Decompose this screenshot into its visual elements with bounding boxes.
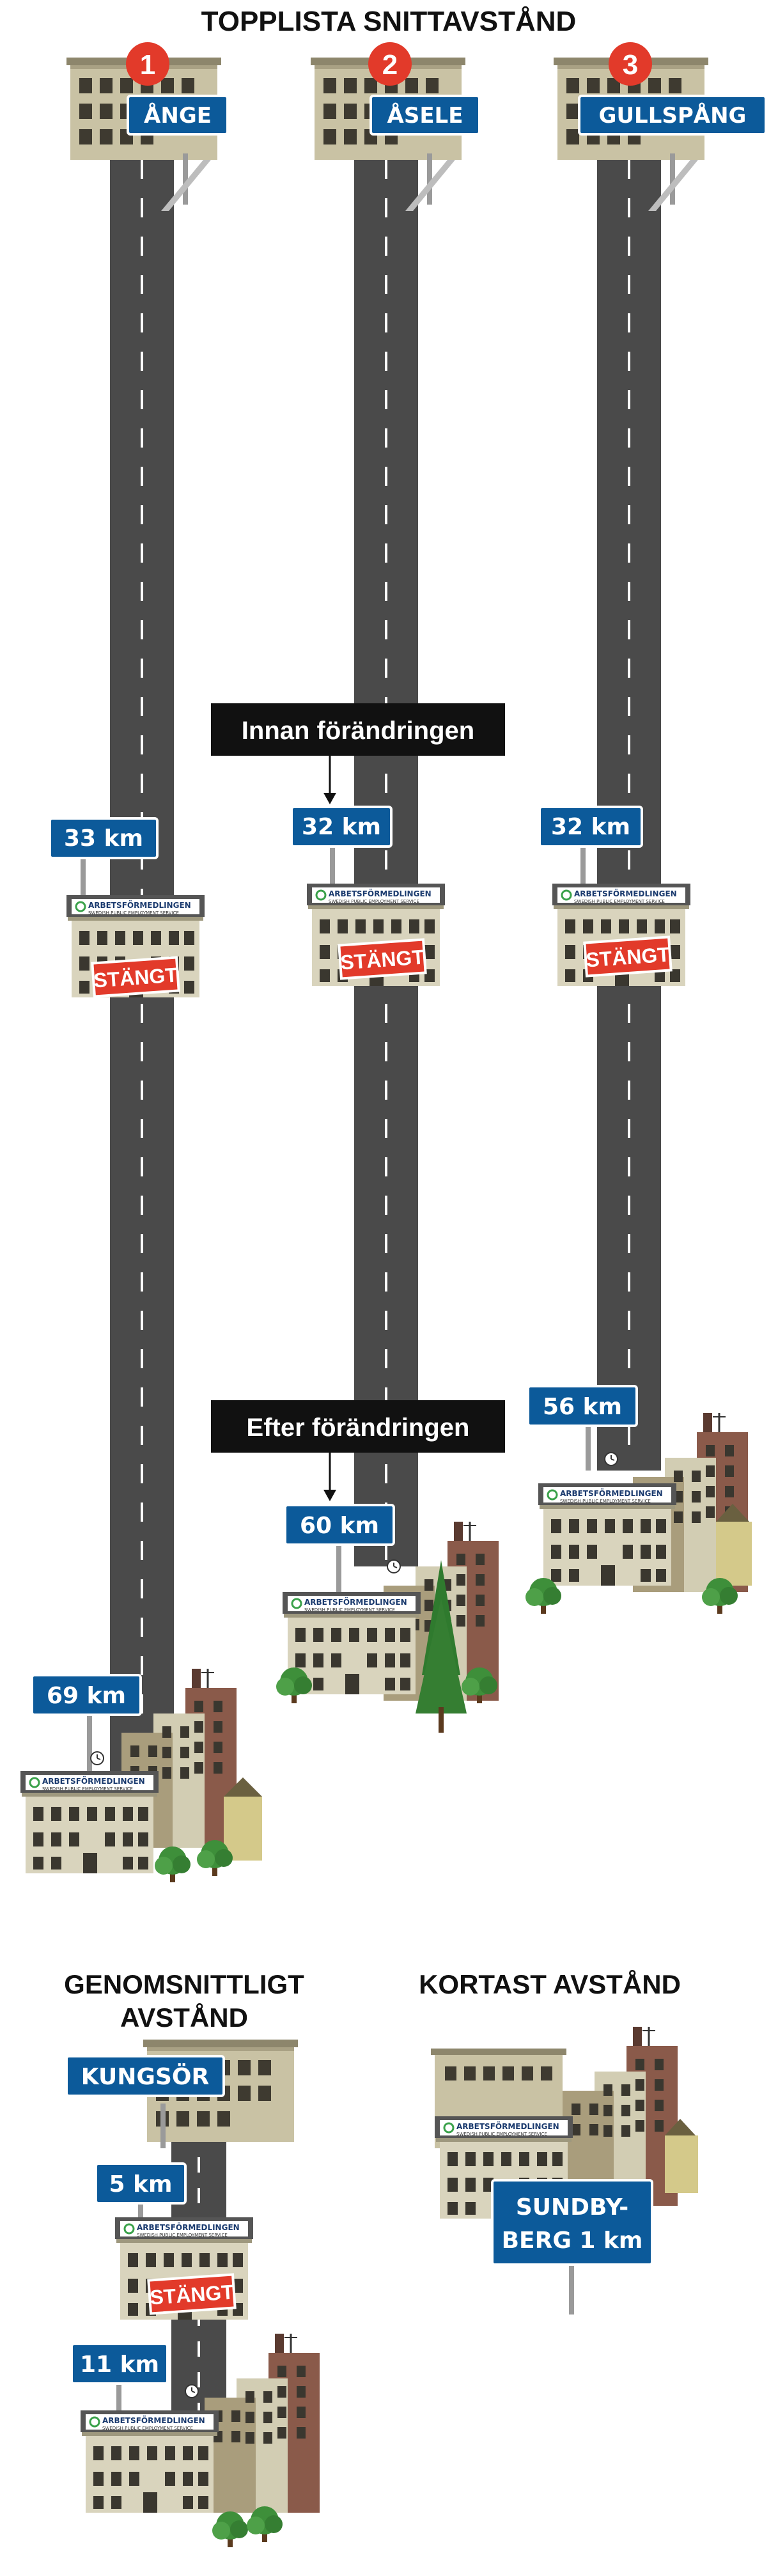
town-name: ÅSELE [387,102,463,129]
column-1: 1 ÅNGE 33 km ARBETSFÖRMEDLINGEN SWEDISH … [19,42,262,1882]
office-building-icon: ARBETSFÖRMEDLINGEN SWEDISH PUBLIC EMPLOY… [65,894,206,999]
rank-number: 3 [623,49,638,81]
svg-text:SWEDISH PUBLIC EMPLOYMENT SERV: SWEDISH PUBLIC EMPLOYMENT SERVICE [304,1607,395,1612]
shortest-section: KORTAST AVSTÅND ARBETSFÖRMEDLINGEN SWEDI… [419,1969,698,2314]
svg-text:SWEDISH PUBLIC EMPLOYMENT SERV: SWEDISH PUBLIC EMPLOYMENT SERVICE [574,899,665,904]
column-2: 2 ÅSELE Innan förändringen 32 km ARBETSF… [211,42,505,1733]
svg-text:ARBETSFÖRMEDLINGEN: ARBETSFÖRMEDLINGEN [88,900,191,910]
shortest-sign-line2: BERG 1 km [502,2228,643,2254]
average-title-line2: AVSTÅND [120,2002,248,2033]
column-3: 3 GULLSPÅNG 32 km ARBETSFÖRMEDLINGEN SWE… [525,42,767,1614]
annotation-after-box [211,1400,505,1453]
office-building-icon: ARBETSFÖRMEDLINGEN SWEDISH PUBLIC EMPLOY… [306,882,446,987]
svg-text:SWEDISH PUBLIC EMPLOYMENT SERV: SWEDISH PUBLIC EMPLOYMENT SERVICE [137,2233,228,2238]
svg-text:SWEDISH PUBLIC EMPLOYMENT SERV: SWEDISH PUBLIC EMPLOYMENT SERVICE [456,2132,547,2137]
shortest-sign-line1: SUNDBY- [516,2194,628,2221]
distance-after: 69 km [47,1683,126,1709]
distance-sign-before [49,817,159,859]
annotation-after: Efter förändringen [247,1414,470,1442]
office-building-icon: ARBETSFÖRMEDLINGEN SWEDISH PUBLIC EMPLOY… [114,2216,254,2321]
office-building-icon: ARBETSFÖRMEDLINGEN SWEDISH PUBLIC EMPLOY… [551,882,692,987]
distance-sign-before [538,806,643,848]
svg-text:SWEDISH PUBLIC EMPLOYMENT SERV: SWEDISH PUBLIC EMPLOYMENT SERVICE [88,910,179,916]
stangt-stamp: STÄNGT [91,956,180,998]
rank-badge-icon [609,42,652,86]
town-sign [127,95,229,136]
svg-text:ARBETSFÖRMEDLINGEN: ARBETSFÖRMEDLINGEN [304,1597,407,1607]
distance-sign-after [31,1674,142,1716]
distance-before: 32 km [302,814,381,840]
shortest-title: KORTAST AVSTÅND [419,1969,681,1999]
svg-text:ARBETSFÖRMEDLINGEN: ARBETSFÖRMEDLINGEN [42,1776,145,1786]
town-name: ÅNGE [144,102,212,129]
town-sign [578,95,767,136]
distance-before: 32 km [551,814,630,840]
town-sign [65,2055,225,2097]
distance-after: 56 km [543,1394,622,1420]
office-building-icon: ARBETSFÖRMEDLINGEN SWEDISH PUBLIC EMPLOY… [19,1770,160,1875]
distance-sign-after [284,1504,395,1546]
svg-text:ARBETSFÖRMEDLINGEN: ARBETSFÖRMEDLINGEN [574,889,677,898]
stangt-stamp: STÄNGT [147,2273,237,2315]
distance-sign-before [290,806,393,848]
average-town: KUNGSÖR [81,2063,209,2090]
annotation-before-box [211,703,505,756]
distance-after: 60 km [300,1513,379,1539]
svg-text:SWEDISH PUBLIC EMPLOYMENT SERV: SWEDISH PUBLIC EMPLOYMENT SERVICE [560,1499,651,1504]
office-building-icon: ARBETSFÖRMEDLINGEN SWEDISH PUBLIC EMPLOY… [281,1591,422,1696]
svg-text:SWEDISH PUBLIC EMPLOYMENT SERV: SWEDISH PUBLIC EMPLOYMENT SERVICE [42,1786,133,1791]
stangt-stamp: STÄNGT [338,938,427,980]
stangt-stamp: STÄNGT [583,935,673,978]
rank-badge-icon [126,42,169,86]
average-section: GENOMSNITTLIGT AVSTÅND KUNGSÖR 5 km ARBE… [64,1969,321,2547]
svg-text:ARBETSFÖRMEDLINGEN: ARBETSFÖRMEDLINGEN [102,2416,205,2425]
average-title-line1: GENOMSNITTLIGT [64,1969,304,1999]
rank-number: 2 [382,49,398,81]
office-building-icon: ARBETSFÖRMEDLINGEN SWEDISH PUBLIC EMPLOY… [433,2115,574,2220]
office-building-icon: ARBETSFÖRMEDLINGEN SWEDISH PUBLIC EMPLOY… [537,1482,678,1587]
distance-sign-after [70,2343,169,2385]
shortest-sign [491,2179,653,2266]
svg-text:ARBETSFÖRMEDLINGEN: ARBETSFÖRMEDLINGEN [560,1488,663,1498]
rank-number: 1 [140,49,155,81]
average-after: 11 km [80,2352,159,2378]
svg-text:SWEDISH PUBLIC EMPLOYMENT SERV: SWEDISH PUBLIC EMPLOYMENT SERVICE [102,2426,193,2431]
distance-sign-before [95,2162,187,2205]
distance-sign-after [527,1385,638,1427]
svg-text:ARBETSFÖRMEDLINGEN: ARBETSFÖRMEDLINGEN [329,889,432,898]
svg-text:SWEDISH PUBLIC EMPLOYMENT SERV: SWEDISH PUBLIC EMPLOYMENT SERVICE [329,899,419,904]
page-title: TOPPLISTA SNITTAVSTÅND [201,6,577,37]
svg-text:ARBETSFÖRMEDLINGEN: ARBETSFÖRMEDLINGEN [456,2121,559,2131]
office-building-icon: ARBETSFÖRMEDLINGEN SWEDISH PUBLIC EMPLOY… [79,2409,220,2514]
average-before: 5 km [109,2171,172,2197]
distance-before: 33 km [64,825,143,852]
town-name: GULLSPÅNG [599,102,747,129]
svg-text:ARBETSFÖRMEDLINGEN: ARBETSFÖRMEDLINGEN [137,2222,240,2232]
annotation-before: Innan förändringen [242,717,474,745]
town-sign [370,95,481,136]
rank-badge-icon [368,42,412,86]
